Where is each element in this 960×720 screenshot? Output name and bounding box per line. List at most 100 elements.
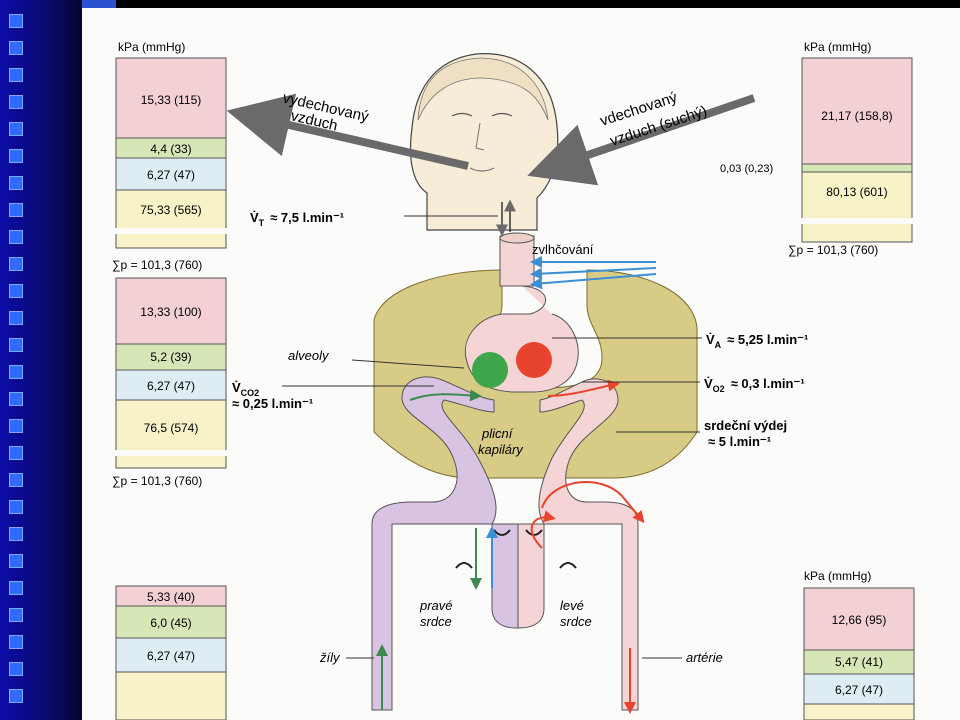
sidebar-square [9, 203, 23, 217]
sidebar-square [9, 662, 23, 676]
trachea [499, 235, 535, 287]
alveoli-leader-line [351, 359, 465, 369]
sidebar-square [9, 365, 23, 379]
va-value: ≈ 5,25 l.min⁻¹ [727, 332, 808, 347]
sidebar-square [9, 257, 23, 271]
venous-co2-cell [115, 605, 227, 639]
right-heart-valve-bottom [455, 562, 473, 569]
cardiac-output-label-2: ≈ 5 l.min⁻¹ [708, 434, 771, 449]
nose-icon [475, 122, 485, 151]
arterial-pulmonary-vessel [538, 378, 639, 711]
arterial-o2-cell [803, 587, 915, 651]
alveolar-n2-cell [115, 399, 227, 469]
inspired-air-box: 21,17 (158,8) 80,13 (601) [798, 57, 918, 243]
alveolar-co2-value: 5,2 (39) [150, 350, 191, 364]
sidebar-square [9, 338, 23, 352]
left-eye-icon [451, 112, 473, 117]
vo2-label: V̇O2≈ 0,3 l.min⁻¹ [704, 376, 805, 394]
alveolar-box-break [112, 450, 232, 456]
trachea-opening [499, 232, 535, 244]
arterial-o2-value: 12,66 (95) [832, 613, 887, 627]
expired-sum: ∑p = 101,3 (760) [112, 258, 202, 272]
top-bar-decoration [82, 0, 960, 8]
alveolar-h2o-value: 6,27 (47) [147, 379, 195, 393]
vco2-subscript: CO2 [241, 388, 260, 398]
arterial-h2o-value: 6,27 (47) [835, 683, 883, 697]
sidebar-square [9, 392, 23, 406]
right-heart-label-1: pravé [419, 598, 453, 613]
right-heart-label-2: srdce [420, 614, 452, 629]
expired-air-arrow [226, 93, 469, 170]
expired-co2-value: 4,4 (33) [150, 142, 191, 156]
respiration-diagram: kPa (mmHg) 15,33 (115) 4,4 (33) 6,27 (47… [82, 8, 960, 720]
va-subscript: A [715, 340, 722, 350]
sidebar-square [9, 500, 23, 514]
humidify-arrow-mid [530, 267, 657, 280]
sidebar-square [9, 581, 23, 595]
venous-pulmonary-vessel [371, 376, 497, 711]
inspired-box-break [798, 218, 918, 224]
vco2-label: V̇CO2 [232, 380, 259, 398]
venous-h2o-value: 6,27 (47) [147, 649, 195, 663]
alveolar-o2-cell [115, 277, 227, 345]
inspired-o2-value: 21,17 (158,8) [821, 109, 892, 123]
inspired-co2-value: 0,03 (0,23) [720, 163, 773, 175]
co2-flow-arrow [409, 389, 482, 402]
o2-dot [516, 342, 552, 378]
sidebar-square [9, 311, 23, 325]
cardiac-output-label-1: srdeční výdej [704, 418, 787, 433]
arteries-label: artérie [686, 650, 723, 665]
right-eye-icon [491, 112, 513, 117]
sidebar-square [9, 68, 23, 82]
tidal-symbol: V̇ [250, 210, 259, 225]
sidebar-square [9, 635, 23, 649]
diagram-canvas: kPa (mmHg) 15,33 (115) 4,4 (33) 6,27 (47… [112, 40, 918, 720]
left-heart-flow-arrow [530, 510, 556, 549]
inspired-n2-cell [801, 171, 913, 243]
alveoli-label: alveoly [288, 348, 330, 363]
tidal-volume-label: V̇T≈ 7,5 l.min⁻¹ [250, 210, 344, 228]
sidebar-square [9, 176, 23, 190]
sidebar-square [9, 95, 23, 109]
vo2-subscript: O2 [713, 384, 725, 394]
sidebar-square [9, 554, 23, 568]
lungs-lower-lobes [373, 431, 698, 479]
sidebar-square [9, 14, 23, 28]
vo2-symbol: V̇ [704, 376, 713, 391]
right-heart [491, 523, 519, 629]
inspired-box-header: kPa (mmHg) [804, 40, 871, 54]
veins-label: žíly [319, 650, 341, 665]
venous-co2-value: 6,0 (45) [150, 616, 191, 630]
sidebar-square [9, 284, 23, 298]
expired-air-box: 15,33 (115) 4,4 (33) 6,27 (47) 75,33 (56… [112, 57, 232, 249]
sidebar-square [9, 473, 23, 487]
expired-n2-cell [115, 189, 227, 249]
inspired-air-arrow [527, 94, 756, 186]
venous-h2o-cell [115, 637, 227, 673]
humidify-label: zvlhčování [532, 242, 594, 257]
hair-shape [417, 57, 549, 121]
va-symbol: V̇ [706, 332, 715, 347]
o2-flow-arrow [547, 379, 620, 397]
alveolar-sum: ∑p = 101,3 (760) [112, 474, 202, 488]
expired-o2-cell [115, 57, 227, 139]
alveolar-o2-value: 13,33 (100) [140, 305, 201, 319]
sidebar-square [9, 689, 23, 703]
inspired-co2-cell [801, 163, 913, 173]
venous-n2-cell [115, 671, 227, 720]
expired-box-break [112, 228, 232, 234]
humidify-arrow-bottom [530, 273, 657, 290]
arterial-outflow-arrow [541, 481, 645, 524]
co2-dot [472, 352, 508, 388]
venous-blood-box: 5,33 (40) 6,0 (45) 6,27 (47) [115, 585, 227, 720]
sidebar-square [9, 122, 23, 136]
left-heart-valve-bottom [559, 562, 577, 569]
arterial-box-header: kPa (mmHg) [804, 569, 871, 583]
sidebar-square [9, 446, 23, 460]
alveolar-n2-value: 76,5 (574) [144, 421, 199, 435]
sidebar-square [9, 41, 23, 55]
expired-h2o-cell [115, 157, 227, 191]
left-heart-label-1: levé [560, 598, 584, 613]
sidebar-square [9, 608, 23, 622]
tidal-subscript: T [259, 218, 265, 228]
